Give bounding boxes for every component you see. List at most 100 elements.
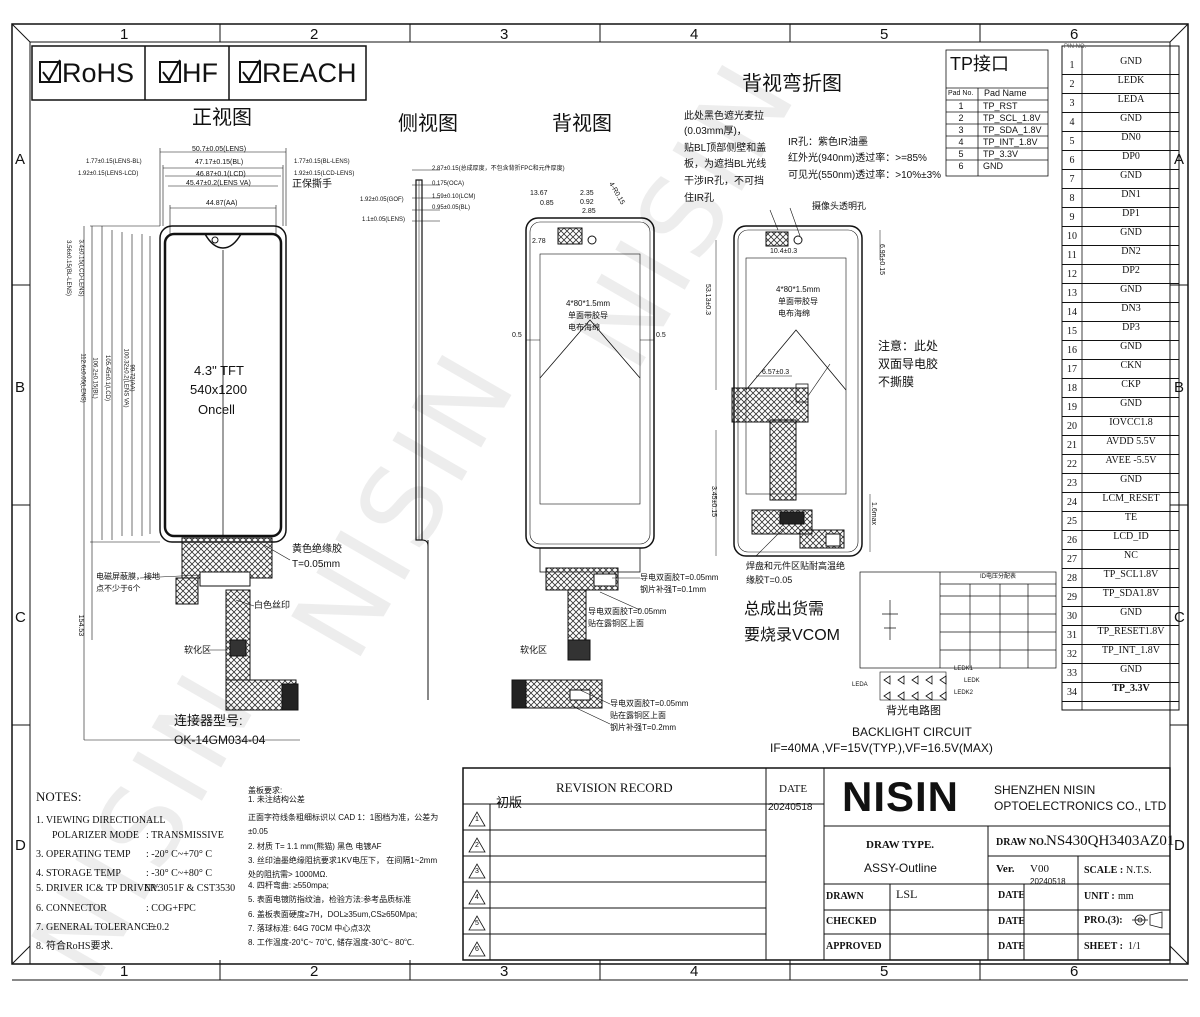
ir-note-2: 红外光(940nm)透过率：>=85% [788, 153, 927, 164]
dim-bl-lens-vert: 3.56±0.15(BL-LENS) [64, 240, 71, 296]
vcom-note-1: 总成出货需 [744, 601, 825, 618]
side-dim-lens: 1.1±0.05(LENS) [362, 217, 405, 223]
dim-lens-lcd-left: 1.92±0.15(LENS-LCD) [78, 171, 139, 177]
pin-number: 7 [1069, 174, 1075, 185]
yellow-tape-label: 黄色绝缘胶 [292, 544, 342, 555]
rev-mark-4: 4 [475, 894, 479, 901]
bend-view-title: 背视弯折图 [742, 73, 842, 95]
bend-foam-1: 4*80*1.5mm [776, 285, 821, 294]
dim-lcd-lens-right: 1.92±0.15(LCD-LENS) [294, 171, 355, 177]
pin-number: 29 [1067, 592, 1077, 603]
tp-pad-no: 4 [958, 137, 964, 147]
cover-req-line: 正面字符线条粗细标识以 CAD 1：1图档为准，公差为 [248, 813, 439, 822]
tp-pad-no: 3 [958, 125, 964, 135]
pin-signal: LEDA [1117, 94, 1145, 105]
note-value: : TRANSMISSIVE [146, 830, 224, 841]
pin-number: 21 [1067, 440, 1077, 451]
pin-signal: TP_INT_1.8V [1101, 645, 1161, 656]
pin-signal: AVEE -5.5V [1105, 455, 1157, 466]
pin-signal: DP3 [1122, 322, 1140, 333]
pin-signal: GND [1120, 113, 1142, 124]
back-dim-2: 2.35 [580, 190, 594, 197]
rev-mark-3: 3 [475, 868, 479, 875]
panel-size: 4.3" TFT [194, 363, 244, 378]
backlight-circuit [859, 571, 1057, 701]
pin-number: 27 [1067, 554, 1077, 565]
tp-header-name: Pad Name [984, 88, 1027, 98]
back-dim-6: 2.78 [532, 238, 546, 245]
back-cond-tape-2: 导电双面胶T=0.05mm [588, 607, 667, 616]
back-copper-area-2: 贴在露铜区上面 [610, 711, 666, 720]
side-dim-lcm: 1.59±0.10(LCM) [432, 194, 476, 200]
dim-lens-bl-left: 1.77±0.15(LENS-BL) [86, 159, 142, 165]
tp-pad-name: TP_SCL_1.8V [983, 113, 1041, 123]
tp-pad-name: TP_INT_1.8V [983, 137, 1038, 147]
tp-interface-row: 4 TP_INT_1.8V [947, 137, 1047, 147]
pin-signal: IOVCC1.8 [1109, 417, 1153, 428]
pin-signal: DN3 [1121, 303, 1141, 314]
vcom-note-2: 要烧录VCOM [744, 627, 841, 644]
bend-foam-3: 电布海绵 [778, 309, 810, 318]
revision-first-date: 20240518 [768, 802, 813, 813]
note-value: : -20° C~+70° C [146, 849, 212, 860]
ver-label: Ver. [996, 863, 1015, 875]
grid-row-b: B [15, 379, 26, 396]
back-foam-3: 电布海绵 [568, 323, 600, 332]
mylar-note-6: 住IR孔 [684, 193, 714, 204]
unit-label: UNIT : [1084, 891, 1115, 902]
grid-row-d-right: D [1174, 837, 1185, 854]
pin-number: 22 [1067, 459, 1077, 470]
pin-signal: TP_SDA1.8V [1102, 588, 1160, 599]
dim-bl-width: 47.17±0.15(BL) [195, 159, 244, 166]
approved-label: APPROVED [826, 941, 882, 952]
notes-title: NOTES: [36, 789, 82, 804]
tp-pad-name: TP_3.3V [983, 149, 1019, 159]
pin-signal: GND [1120, 227, 1142, 238]
tp-pad-no: 2 [958, 113, 964, 123]
pin-signal: GND [1120, 664, 1142, 675]
dim-lcd-width: 46.87±0.1(LCD) [196, 171, 246, 178]
dim-aa: 44.87(AA) [206, 200, 238, 207]
back-dim-8: 0.5 [656, 332, 666, 339]
rev-mark-1: 1 [475, 816, 479, 823]
mylar-note-4: 板，为遮挡BL光线 [684, 159, 767, 170]
side-dim-total: 2.87±0.15(总成厚度，不包含背折FPC和元件厚度) [432, 166, 565, 172]
bend-dim-3: 53.13±0.3 [704, 283, 712, 316]
pin-signal: TP_SCL1.8V [1103, 569, 1159, 580]
drawn-value: LSL [896, 887, 918, 901]
bend-foam-2: 单面带胶导 [778, 297, 818, 306]
pin-number: 33 [1067, 668, 1077, 679]
note-value: NV3051F & CST3530 [144, 883, 236, 894]
caution-2: 双面导电胶 [878, 357, 939, 371]
solder-note-2: 缘胶T=0.05 [746, 575, 793, 585]
panel-resolution: 540x1200 [190, 382, 248, 397]
caution-1: 注意：此处 [878, 339, 939, 353]
grid-row-b-right: B [1174, 379, 1185, 396]
note-value: : COG+FPC [146, 903, 196, 914]
pin-number: 12 [1067, 269, 1077, 280]
pin-signal: GND [1120, 341, 1142, 352]
back-view [511, 217, 655, 725]
pro-label: PRO.(3): [1084, 915, 1123, 926]
pin-number: 14 [1067, 307, 1077, 318]
cover-req-line: 5. 表面电镀防指纹油，检验方法:参考品质标准 [248, 895, 412, 904]
checked-label: CHECKED [826, 916, 877, 927]
dim-bl-lens-right: 1.77±0.15(BL-LENS) [294, 159, 350, 165]
title-block-lines [462, 767, 1171, 961]
pin-number: 30 [1067, 611, 1077, 622]
hf-label: HF [182, 58, 218, 88]
side-dim-bl: 0.95±0.05(BL) [432, 205, 470, 211]
